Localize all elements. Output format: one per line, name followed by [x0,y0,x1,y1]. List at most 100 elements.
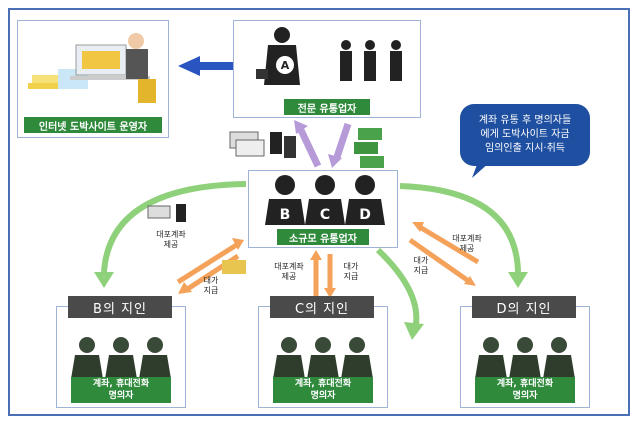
bubble-line: 임의인출 지시·취득 [485,143,565,154]
purple-arrowhead [328,154,342,168]
role-line: 명의자 [310,391,336,401]
person-d-letter: D [359,207,371,223]
person-body [390,51,402,81]
money-icon [354,142,378,154]
green-arrow-to-c [375,247,420,325]
purple-arrow-up [296,126,322,168]
orange-arrowhead [232,238,244,250]
chair [138,79,156,103]
payment-line: 대가 [203,276,219,285]
people-group-icon [475,337,575,379]
role-line: 계좌, 휴대전화 [294,379,352,389]
bank-card-icon [235,139,265,157]
acquaintance-d-box: 계좌, 휴대전화 명의자 [460,306,590,408]
payment-line: 대가 [413,256,429,265]
people-group-icon [71,337,171,379]
small-distributor-label: 소규모 유통업자 [277,229,369,245]
orange-arrow [408,237,472,285]
payment-label-b: 대가 지급 [196,276,226,296]
orange-arrowhead [178,282,192,294]
role-line: 명의자 [512,391,538,401]
person-b-letter: B [280,207,291,223]
green-arrowhead [404,322,424,340]
payment-label-c: 대가 지급 [336,262,366,282]
phone-icon [176,204,186,222]
operator-illustration [28,33,156,103]
payment-line: 지급 [413,266,429,275]
orange-arrowhead [310,250,322,260]
distributor-box: A 전문 유통업자 [233,20,421,118]
provide-label-c: 대포계좌 제공 [268,262,310,282]
payment-line: 대가 [343,262,359,271]
person-head [365,40,375,50]
person-body [364,51,376,81]
acquaintance-d-name: D의 지인 [472,296,576,318]
bank-card-icon [147,205,171,219]
provide-line: 대포계좌 [156,230,186,239]
person-head [341,40,351,50]
bubble-tail [472,162,490,178]
operator-box: 인터넷 도박사이트 운영자 [17,20,169,138]
orange-arrowhead [324,288,336,298]
phone-icon [284,136,296,158]
payment-line: 지급 [343,272,359,281]
provide-line: 제공 [459,244,475,253]
money-icon [360,156,384,168]
acquaintance-c-box: 계좌, 휴대전화 명의자 [258,306,388,408]
operator-body [126,49,148,79]
role-line: 명의자 [108,391,134,401]
provide-line: 대포계좌 [452,234,482,243]
acquaintance-b-box: 계좌, 휴대전화 명의자 [56,306,186,408]
orange-arrowhead [412,222,424,232]
person-a-head [274,27,290,43]
bubble-line: 계좌 유통 후 명의자들 [478,115,572,126]
role-line: 계좌, 휴대전화 [92,379,150,389]
person-a-letter: A [281,59,290,72]
phone-icon [270,132,282,154]
orange-arrow [176,241,240,285]
acquaintance-d-role: 계좌, 휴대전화 명의자 [475,377,575,403]
monitor-screen [82,51,120,69]
role-line: 계좌, 휴대전화 [496,379,554,389]
blue-arrow [178,56,234,76]
operator-label: 인터넷 도박사이트 운영자 [24,117,162,133]
green-arrowhead [508,272,528,288]
cash-icon [222,260,246,274]
purple-arrowhead [294,120,308,134]
orange-arrow [416,223,480,265]
coin-stack [28,83,70,89]
operator-head [128,33,144,49]
person-body [340,51,352,81]
green-arrowhead [94,272,114,288]
person-d-head [355,175,375,195]
provide-label-b: 대포계좌 제공 [150,230,192,250]
small-distributor-illustration: B C D [265,175,385,225]
small-distributor-box: B C D 소규모 유통업자 [248,170,398,248]
person-d-body [345,199,385,225]
person-c-head [315,175,335,195]
provide-line: 제공 [281,272,297,281]
payment-line: 지급 [203,286,219,295]
person-c-body [305,199,345,225]
green-arrow-to-b [101,181,247,273]
person-b-head [275,175,295,195]
distributor-label: 전문 유통업자 [284,99,370,115]
people-group-icon [273,337,373,379]
person-a-badge [276,56,294,74]
green-arrow-to-d [399,183,521,273]
money-icon [358,128,382,140]
acquaintance-c-name: C의 지인 [270,296,374,318]
orange-arrowhead [464,276,476,286]
briefcase [256,69,268,79]
provide-label-d: 대포계좌 제공 [446,234,488,254]
provide-line: 대포계좌 [274,262,304,271]
person-b-body [265,199,305,225]
purple-arrow-down [332,122,352,162]
bubble-line: 에게 도박사이트 자금 [480,129,570,140]
desk [70,76,150,80]
acquaintance-b-name: B의 지인 [68,296,172,318]
